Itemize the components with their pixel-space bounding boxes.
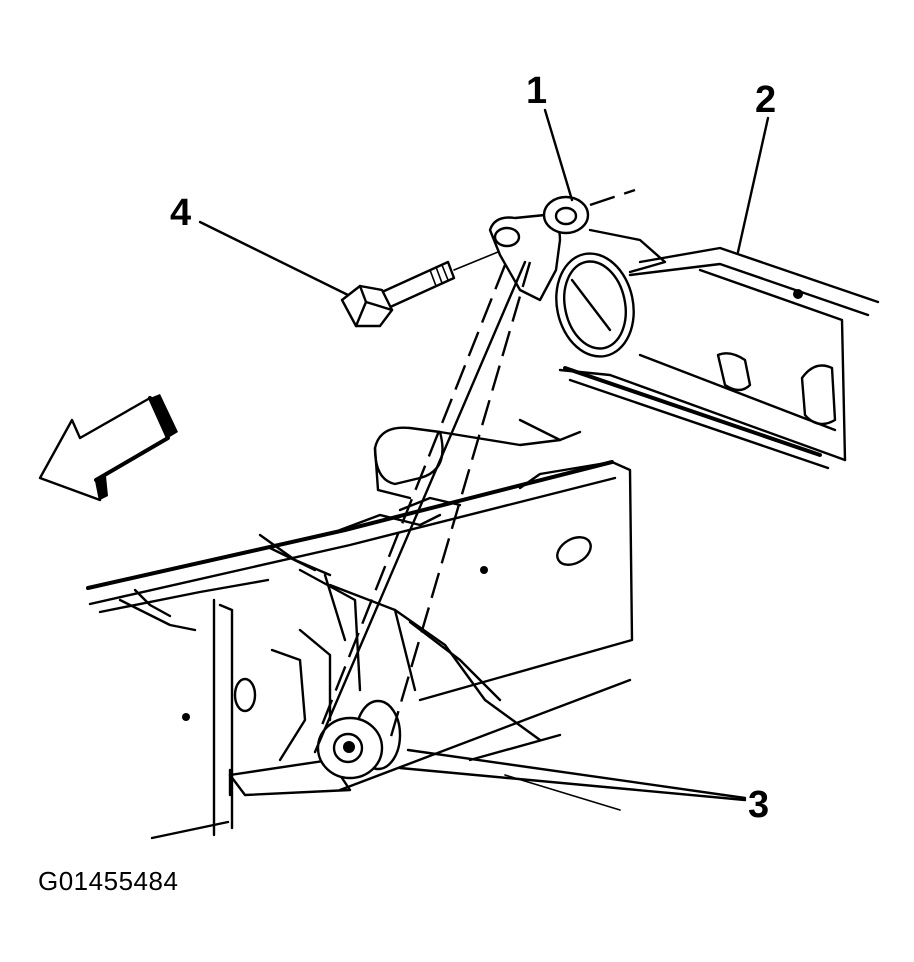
figure-code: G01455484 — [38, 866, 179, 896]
callout-1: 1 — [526, 70, 547, 112]
front-arrow — [38, 394, 178, 502]
callout-3: 3 — [748, 784, 769, 826]
bolt — [340, 251, 499, 328]
frame-rail — [86, 418, 634, 840]
leader-lines — [198, 108, 770, 802]
projection-lines — [313, 260, 532, 754]
callout-2: 2 — [755, 79, 776, 121]
callout-4: 4 — [170, 192, 191, 234]
track-bar — [488, 188, 880, 470]
